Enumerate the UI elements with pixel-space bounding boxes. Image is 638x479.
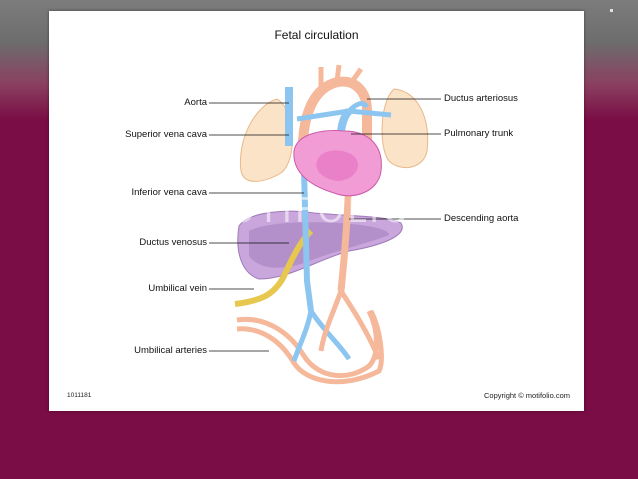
iliac-artery-left (318, 290, 344, 352)
label-umbilical-arteries: Umbilical arteries (134, 345, 207, 356)
pulmonary-artery-left (296, 108, 350, 122)
diagram-title: Fetal circulation (274, 28, 359, 42)
iliac-artery-right (338, 289, 382, 360)
right-lung (381, 88, 429, 169)
aorta-branch-3 (348, 67, 364, 85)
pulmonary-artery-right (348, 108, 392, 118)
label-ductus-venosus: Ductus venosus (139, 237, 207, 248)
label-descending-aorta: Descending aorta (444, 213, 519, 224)
label-superior-vena-cava: Superior vena cava (125, 129, 207, 140)
umbilical-vein (234, 228, 314, 307)
umbilical-artery-2 (236, 309, 384, 385)
heart-chamber (316, 150, 358, 181)
label-aorta: Aorta (184, 97, 207, 108)
iliac-vein-right (308, 309, 352, 361)
label-umbilical-vein: Umbilical vein (148, 283, 207, 294)
diagram-panel: MOTIFOLIO Fetal circulation Aorta Superi… (49, 11, 584, 411)
slide-dot (610, 9, 613, 12)
label-pulmonary-trunk: Pulmonary trunk (444, 128, 514, 139)
watermark: MOTIFOLIO (196, 191, 412, 231)
liver-inner (249, 222, 389, 268)
aorta-branch-2 (334, 64, 342, 82)
aortic-arch (297, 76, 372, 172)
label-inferior-vena-cava: Inferior vena cava (131, 187, 207, 198)
copyright-text: Copyright © motifolio.com (484, 391, 570, 400)
inferior-vena-cava (301, 170, 314, 312)
label-ductus-arteriosus: Ductus arteriosus (444, 93, 518, 104)
leader-lines (209, 98, 441, 352)
left-lung (239, 98, 293, 182)
image-code: 1011181 (67, 392, 92, 399)
fetal-circulation-diagram (209, 64, 441, 385)
ductus-arteriosus (347, 101, 370, 113)
iliac-vein-left (291, 310, 314, 362)
